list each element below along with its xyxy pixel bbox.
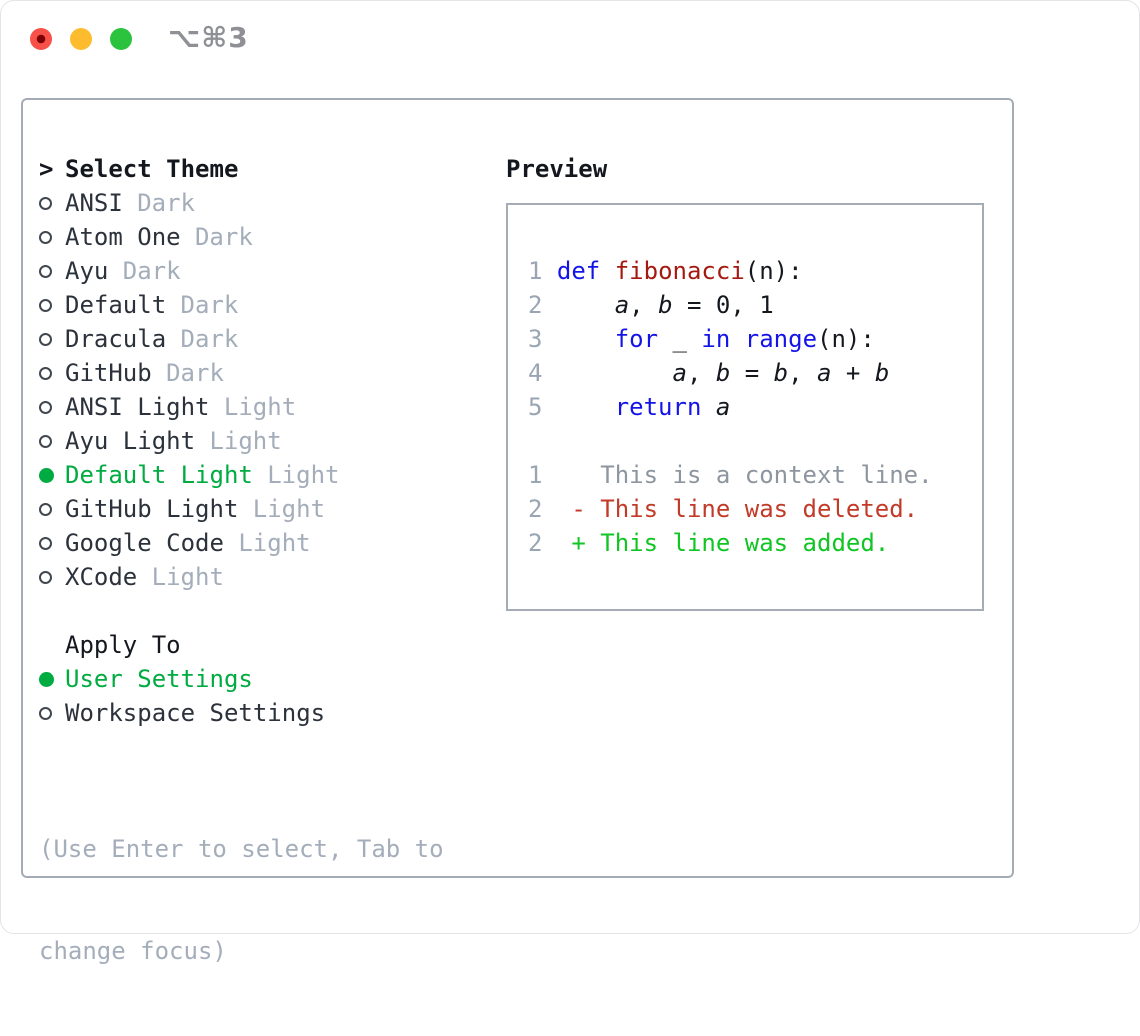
theme-variant-tag: Light <box>209 427 282 455</box>
theme-option-ansi-light[interactable]: ANSI Light Light <box>39 390 444 424</box>
theme-name: XCode <box>65 563 138 591</box>
theme-variant-tag: Light <box>252 495 326 523</box>
theme-variant-tag: Dark <box>122 257 181 285</box>
theme-variant-tag: Dark <box>194 223 253 251</box>
radio-icon <box>39 570 65 584</box>
minimize-button[interactable] <box>70 28 92 50</box>
theme-variant-tag: Dark <box>180 325 239 353</box>
line-number: 2 <box>528 495 543 523</box>
radio-icon <box>39 706 65 720</box>
select-theme-title: Select Theme <box>65 155 239 183</box>
theme-name: GitHub Light <box>65 495 239 523</box>
diff-line: 2 - This line was deleted. <box>528 495 919 523</box>
theme-option-github[interactable]: GitHub Dark <box>39 356 444 390</box>
radio-icon <box>39 536 65 550</box>
radio-selected-icon <box>39 467 65 483</box>
zoom-button[interactable] <box>110 28 132 50</box>
help-text: (Use Enter to select, Tab to change focu… <box>39 764 444 1036</box>
preview-column: Preview 1 def fibonacci(n): 2 a, b = 0, 1… <box>506 152 984 611</box>
radio-icon <box>39 434 65 448</box>
code-line: 3 for _ in range(n): <box>528 325 875 353</box>
theme-name: Ayu Light <box>65 427 196 455</box>
radio-icon <box>39 366 65 380</box>
radio-icon <box>39 298 65 312</box>
theme-variant-tag: Light <box>238 529 311 557</box>
theme-option-ayu[interactable]: Ayu Dark <box>39 254 444 288</box>
titlebar: ⌥⌘3 <box>1 1 1139 77</box>
line-number: 3 <box>528 325 543 353</box>
radio-icon <box>39 400 65 414</box>
theme-name: ANSI Light <box>65 393 210 421</box>
code-blank-line <box>528 424 982 458</box>
apply-option-workspace-settings[interactable]: Workspace Settings <box>39 696 444 730</box>
diff-line: 1 This is a context line. <box>528 461 933 489</box>
code-line: 4 a, b = b, a + b <box>528 359 890 387</box>
theme-option-github-light[interactable]: GitHub Light Light <box>39 492 444 526</box>
preview-pane: 1 def fibonacci(n): 2 a, b = 0, 1 3 for _ … <box>506 203 984 611</box>
theme-name: Atom One <box>65 223 181 251</box>
apply-option-label: User Settings <box>65 665 253 693</box>
preview-code: 1 def fibonacci(n): 2 a, b = 0, 1 3 for _ … <box>508 205 982 560</box>
apply-option-label: Workspace Settings <box>65 699 326 727</box>
theme-variant-tag: Light <box>267 461 340 489</box>
prompt-cursor-icon: > <box>39 155 54 183</box>
radio-icon <box>39 196 65 210</box>
theme-option-default-light[interactable]: Default Light Light <box>39 458 444 492</box>
apply-to-title: Apply To <box>65 631 181 659</box>
select-theme-header-row: > Select Theme <box>39 152 444 186</box>
apply-option-user-settings[interactable]: User Settings <box>39 662 444 696</box>
radio-selected-icon <box>39 671 65 687</box>
theme-name: Ayu <box>65 257 109 285</box>
theme-variant-tag: Light <box>151 563 224 591</box>
preview-title: Preview <box>506 155 608 183</box>
theme-option-ayu-light[interactable]: Ayu Light Light <box>39 424 444 458</box>
theme-name: Default <box>65 291 167 319</box>
radio-icon <box>39 264 65 278</box>
theme-name: ANSI <box>65 189 123 217</box>
close-button[interactable] <box>30 28 52 50</box>
code-line: 1 def fibonacci(n): <box>528 257 803 285</box>
code-line: 5 return a <box>528 393 731 421</box>
help-line-2: change focus) <box>39 937 227 965</box>
theme-name: Default Light <box>65 461 253 489</box>
radio-icon <box>39 230 65 244</box>
theme-name: GitHub <box>65 359 152 387</box>
theme-option-xcode[interactable]: XCode Light <box>39 560 444 594</box>
code-line: 2 a, b = 0, 1 <box>528 291 774 319</box>
window-title-shortcut: ⌥⌘3 <box>168 21 249 54</box>
theme-variant-tag: Dark <box>180 291 239 319</box>
theme-option-default[interactable]: Default Dark <box>39 288 444 322</box>
theme-option-atom-one[interactable]: Atom One Dark <box>39 220 444 254</box>
theme-variant-tag: Dark <box>137 189 195 217</box>
theme-variant-tag: Dark <box>166 359 224 387</box>
help-line-1: (Use Enter to select, Tab to <box>39 835 444 863</box>
theme-name: Google Code <box>65 529 224 557</box>
theme-variant-tag: Light <box>223 393 297 421</box>
theme-option-dracula[interactable]: Dracula Dark <box>39 322 444 356</box>
line-number: 1 <box>528 257 543 285</box>
line-number: 5 <box>528 393 543 421</box>
radio-icon <box>39 502 65 516</box>
theme-option-ansi[interactable]: ANSI Dark <box>39 186 444 220</box>
traffic-lights <box>30 28 132 50</box>
theme-option-google-code[interactable]: Google Code Light <box>39 526 444 560</box>
radio-icon <box>39 332 65 346</box>
line-number: 4 <box>528 359 543 387</box>
line-number: 2 <box>528 529 543 557</box>
diff-line: 2 + This line was added. <box>528 529 890 557</box>
line-number: 1 <box>528 461 543 489</box>
line-number: 2 <box>528 291 543 319</box>
theme-name: Dracula <box>65 325 167 353</box>
